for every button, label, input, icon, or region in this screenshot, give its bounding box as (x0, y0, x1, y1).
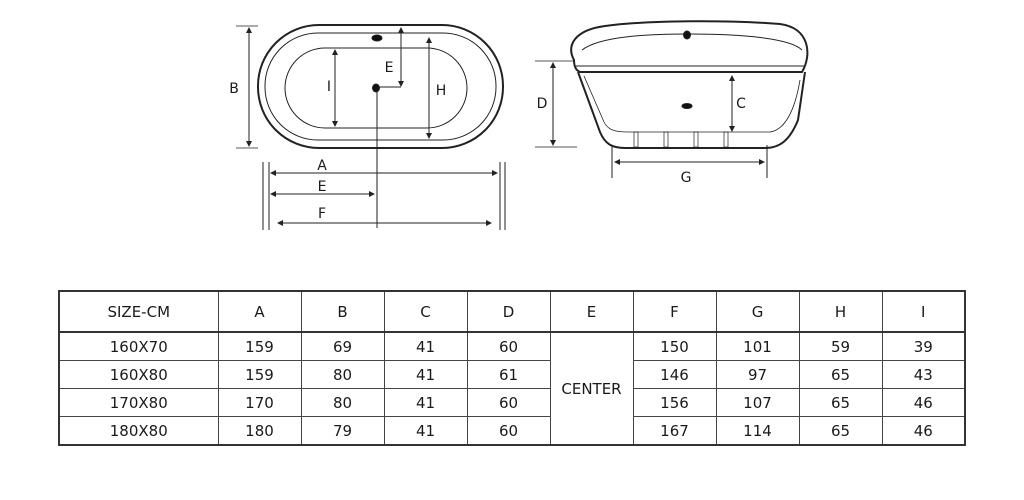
label-e-horizontal: E (318, 179, 327, 195)
table-row: 160X70 159 69 41 60 CENTER 150 101 59 39 (58, 331, 966, 446)
cell-i: 46 (881, 416, 966, 446)
overflow-icon (683, 30, 691, 40)
header-cell: A (217, 290, 302, 333)
cell-h: 65 (798, 416, 883, 446)
cell-h: 65 (798, 388, 883, 417)
cell-f: 146 (632, 360, 717, 389)
label-c: C (736, 96, 746, 112)
overflow-icon (371, 34, 383, 42)
cell-e-center: CENTER (549, 331, 634, 446)
cell-a: 180 (217, 416, 302, 446)
cell-d: 60 (466, 331, 551, 361)
label-i: I (327, 79, 331, 95)
table-header-row: SIZE-CM A B C D E F G H I (58, 290, 966, 333)
cell-b: 80 (300, 388, 385, 417)
cell-c: 41 (383, 416, 468, 446)
label-f: F (318, 206, 326, 222)
header-cell: D (466, 290, 551, 333)
cell-g: 101 (715, 331, 800, 361)
label-b: B (229, 81, 239, 97)
table-row: 180X80 180 79 41 60 167 114 65 46 (58, 416, 966, 446)
cell-g: 97 (715, 360, 800, 389)
cell-size: 180X80 (58, 416, 219, 446)
label-h: H (436, 83, 447, 99)
cell-i: 46 (881, 388, 966, 417)
header-cell: B (300, 290, 385, 333)
header-cell: C (383, 290, 468, 333)
cell-a: 170 (217, 388, 302, 417)
drain-icon (372, 83, 380, 93)
table-row: 170X80 170 80 41 60 156 107 65 46 (58, 388, 966, 417)
top-view (236, 24, 506, 230)
header-cell: F (632, 290, 717, 333)
cell-c: 41 (383, 360, 468, 389)
drain-icon (681, 103, 693, 109)
side-view (535, 20, 809, 178)
cell-d: 60 (466, 416, 551, 446)
cell-c: 41 (383, 331, 468, 361)
cell-i: 43 (881, 360, 966, 389)
cell-f: 150 (632, 331, 717, 361)
header-cell: G (715, 290, 800, 333)
cell-c: 41 (383, 388, 468, 417)
cell-size: 160X80 (58, 360, 219, 389)
cell-b: 79 (300, 416, 385, 446)
cell-a: 159 (217, 331, 302, 361)
cell-h: 59 (798, 331, 883, 361)
header-cell: I (881, 290, 966, 333)
label-a: A (317, 158, 327, 174)
cell-size: 170X80 (58, 388, 219, 417)
cell-d: 60 (466, 388, 551, 417)
label-g: G (681, 170, 692, 186)
label-d: D (537, 96, 548, 112)
cell-g: 107 (715, 388, 800, 417)
cell-b: 69 (300, 331, 385, 361)
label-e-vertical: E (385, 60, 394, 76)
cell-f: 156 (632, 388, 717, 417)
cell-b: 80 (300, 360, 385, 389)
cell-g: 114 (715, 416, 800, 446)
cell-i: 39 (881, 331, 966, 361)
cell-d: 61 (466, 360, 551, 389)
cell-f: 167 (632, 416, 717, 446)
table-row: 160X80 159 80 41 61 146 97 65 43 (58, 360, 966, 389)
cell-size: 160X70 (58, 331, 219, 361)
bathtub-dimension-diagram: B I E H A E F D C G (229, 20, 809, 230)
header-cell: SIZE-CM (58, 290, 219, 333)
cell-a: 159 (217, 360, 302, 389)
header-cell: E (549, 290, 634, 333)
header-cell: H (798, 290, 883, 333)
dimensions-table: SIZE-CM A B C D E F G H I 160X70 159 69 … (58, 290, 966, 446)
cell-h: 65 (798, 360, 883, 389)
